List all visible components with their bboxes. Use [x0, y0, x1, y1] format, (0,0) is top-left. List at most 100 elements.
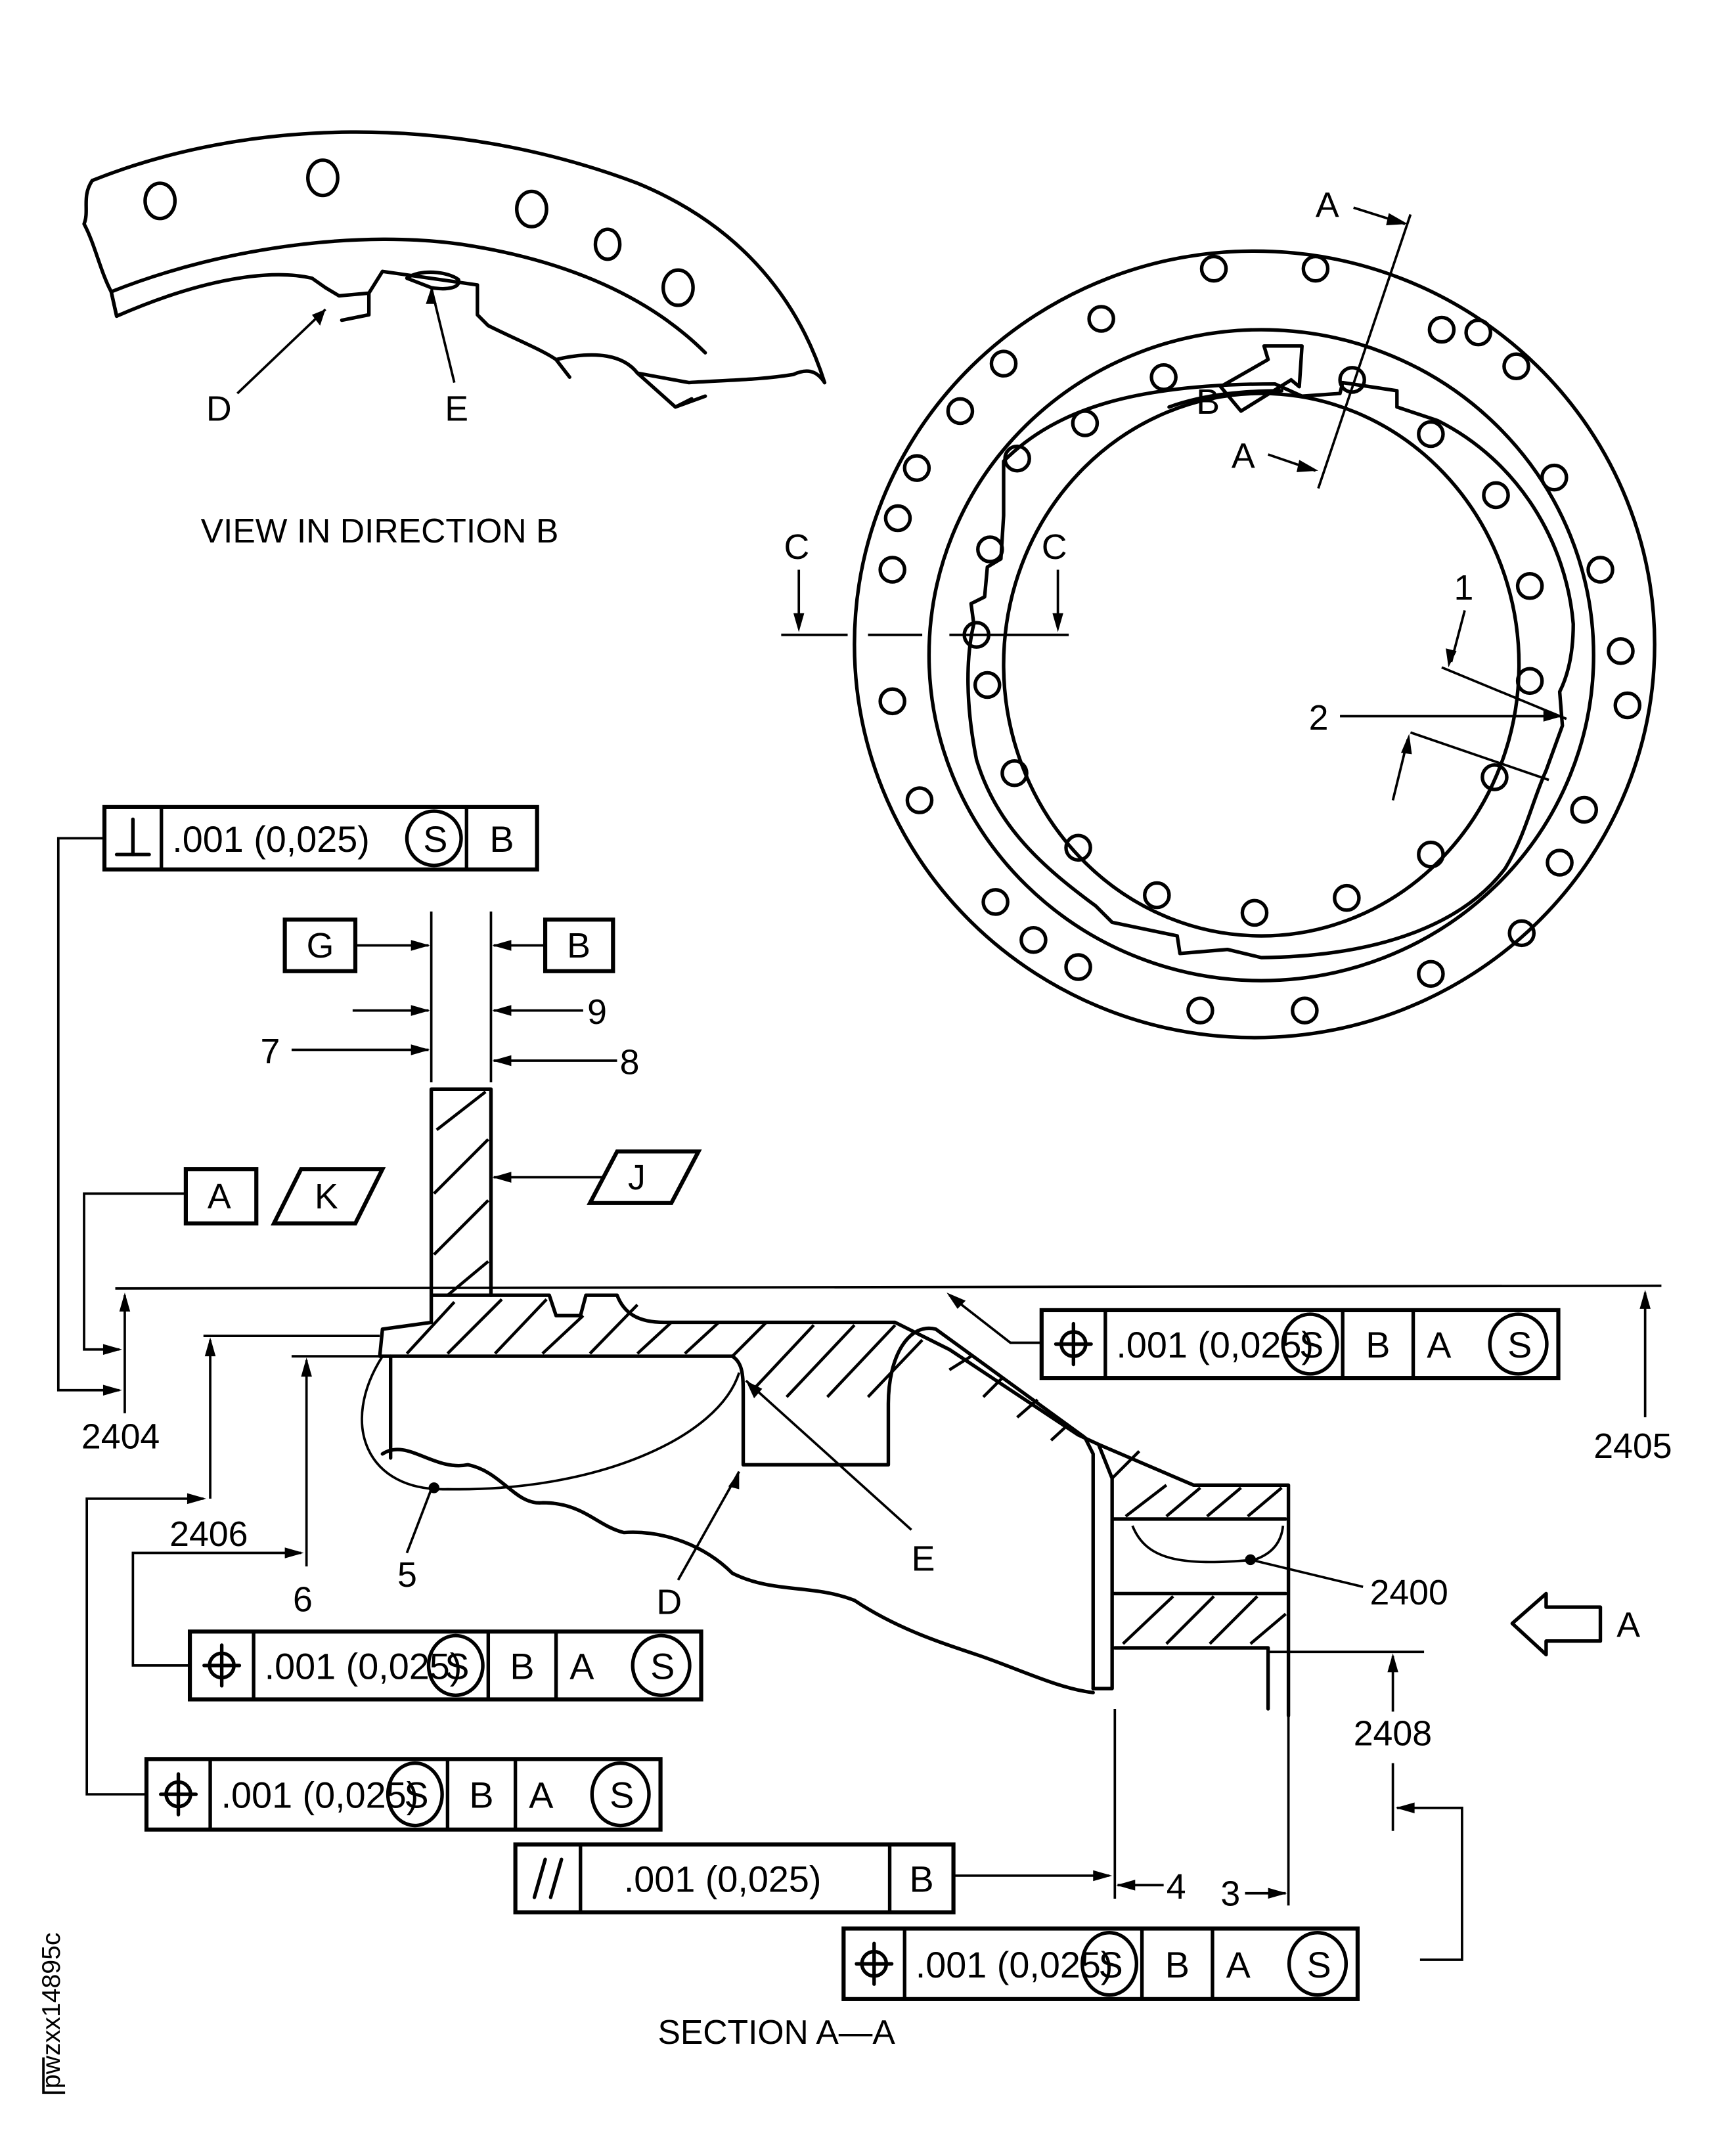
- figure-id: pwzxx14895c: [37, 1932, 66, 2088]
- fcf-parallelism: .001 (0,025)B: [513, 1842, 956, 1914]
- arrowhead: [746, 1381, 763, 1399]
- fcf-datum-modifier: S: [1507, 1325, 1532, 1365]
- bolt-hole: [973, 671, 1002, 699]
- arrowhead: [492, 1055, 512, 1067]
- callout-9: 9: [587, 992, 607, 1032]
- flag-k-box: [271, 1167, 386, 1226]
- fcf-datum-modifier: S: [1306, 1945, 1331, 1985]
- bolt-hole: [1417, 420, 1445, 449]
- fcf-datum: B: [510, 1646, 534, 1687]
- break-line: [380, 1447, 1095, 1694]
- segment-right-break: [554, 353, 827, 385]
- fcf-datum: A: [1226, 1945, 1251, 1985]
- arrowhead: [1052, 613, 1063, 632]
- modifier-circle: [1488, 1312, 1549, 1376]
- leader-e: [745, 1379, 912, 1531]
- datum-g-box: [282, 917, 358, 973]
- bolt-hole: [1199, 254, 1228, 283]
- detail-loop-5: [361, 1356, 741, 1491]
- flag-j-box: [587, 1149, 702, 1205]
- view-direction-b: D E VIEW IN DIRECTION B: [82, 130, 827, 550]
- cut-label-c-left: C: [784, 527, 809, 567]
- datum-b: B: [567, 926, 590, 965]
- segment-inner-edge: [109, 237, 707, 355]
- bolt-hole: [878, 687, 906, 716]
- fcf-border: [841, 1926, 1360, 2001]
- position-icon: [855, 1941, 894, 1986]
- leader-d: [236, 308, 326, 395]
- position-icon: [158, 1772, 198, 1817]
- datum-b-box: [543, 917, 615, 973]
- fcf-modifier: S: [404, 1775, 428, 1816]
- arrowhead: [1268, 1888, 1287, 1899]
- bolt-hole: [976, 535, 1004, 563]
- bolt-hole: [989, 349, 1018, 378]
- fcf-tolerance: .001 (0,025): [1116, 1325, 1314, 1365]
- bolt-hole: [1427, 315, 1456, 344]
- callout-5: 5: [397, 1555, 417, 1595]
- inner-arc: [1167, 389, 1283, 409]
- label-e: E: [912, 1539, 935, 1578]
- fcf-datum-modifier: S: [650, 1646, 675, 1687]
- bolt-hole: [1064, 833, 1092, 862]
- fcf-modifier: S: [445, 1646, 469, 1687]
- arrowhead: [187, 1493, 206, 1505]
- leader-5: [405, 1488, 433, 1554]
- position-icon: [202, 1643, 242, 1688]
- bolt-hole: [306, 158, 340, 198]
- bolt-hole: [1143, 881, 1171, 910]
- arrowhead: [1446, 648, 1457, 668]
- modifier-circle: [1287, 1930, 1348, 1997]
- view-direction-b-arrow-icon: [1218, 344, 1304, 413]
- bolt-hole: [1480, 763, 1509, 791]
- modifier-circle: [386, 1761, 444, 1828]
- bolt-hole: [1464, 318, 1492, 347]
- bolt-hole: [1071, 409, 1100, 437]
- segment-left-break: [82, 179, 119, 319]
- leader-2400: [1250, 1558, 1364, 1588]
- leader-position-2405: [948, 1294, 1042, 1344]
- bolt-hole: [1540, 463, 1569, 492]
- bolt-hole: [1186, 996, 1214, 1025]
- view-b-title: VIEW IN DIRECTION B: [201, 512, 559, 550]
- body-hatch: [405, 1298, 1287, 1645]
- arrowhead: [1093, 1870, 1113, 1882]
- ref-2405: 2405: [1593, 1426, 1672, 1466]
- arrowhead: [301, 1358, 312, 1377]
- fcf-datum: B: [469, 1775, 493, 1816]
- fcf-tolerance: .001 (0,025): [172, 819, 370, 860]
- bolt-hole: [902, 454, 931, 482]
- fcf-tolerance: .001 (0,025): [916, 1945, 1113, 1985]
- bolt-hole: [1417, 960, 1445, 988]
- segment-outer-edge: [90, 130, 827, 385]
- modifier-circle: [1281, 1312, 1339, 1376]
- fcf-modifier: S: [1299, 1325, 1324, 1365]
- arrowhead: [411, 940, 430, 951]
- figure-id-label: pwzxx14895c: [37, 1932, 66, 2094]
- arrowhead: [411, 1005, 430, 1016]
- section-line-a-a: [1317, 213, 1412, 489]
- arrowhead: [1395, 1802, 1415, 1813]
- fcf-datum: A: [569, 1646, 594, 1687]
- bolt-hole: [515, 189, 548, 229]
- bolt-hole: [878, 556, 906, 584]
- bolt-hole: [1333, 883, 1361, 912]
- section-label-a-top: A: [1316, 186, 1339, 225]
- bolt-hole: [981, 888, 1010, 916]
- arrowhead: [1387, 1653, 1398, 1673]
- web-hatch: [433, 1090, 489, 1296]
- bolt-hole: [1338, 366, 1366, 394]
- fcf-border: [1039, 1308, 1561, 1381]
- modifier-circle: [405, 809, 463, 868]
- callout-line-1: [1441, 666, 1567, 720]
- flag-j: J: [628, 1158, 646, 1197]
- arrowhead: [1543, 711, 1563, 722]
- fcf-tolerance: .001 (0,025): [624, 1859, 822, 1900]
- datum-a: A: [208, 1177, 231, 1216]
- fcf-modifier: S: [423, 819, 447, 860]
